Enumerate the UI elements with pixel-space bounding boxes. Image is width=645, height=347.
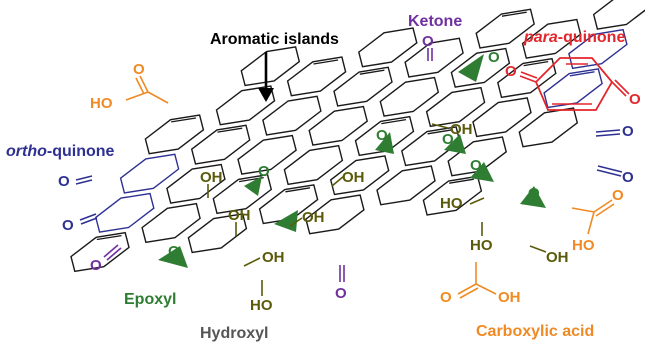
atom-o: O (422, 33, 434, 50)
atom-ho: HO (572, 237, 595, 254)
atom-ho: HO (250, 297, 273, 314)
carbon-ring (568, 28, 628, 70)
carbon-ring (286, 56, 347, 97)
ortho-suffix: -quinone (47, 143, 115, 160)
atom-oh: OH (200, 169, 223, 186)
atom-o: O (133, 61, 145, 78)
atom-symbols: O HO O O O O O O O O O O HO O OH O O O O… (58, 33, 641, 314)
carbon-ring (70, 231, 130, 273)
carbon-ring (166, 163, 226, 204)
carbon-ring (262, 95, 322, 136)
ketone-label: Ketone (408, 13, 462, 30)
epoxyl-label: Epoxyl (124, 291, 176, 308)
atom-o: O (488, 49, 500, 66)
double-bond (501, 11, 527, 17)
atom-o: O (505, 63, 517, 80)
double-bond (427, 129, 453, 135)
carbon-ring (543, 68, 603, 109)
para-prefix: para (523, 29, 558, 46)
double-bond (217, 127, 243, 133)
atom-oh: OH (546, 249, 569, 266)
double-bond (313, 59, 339, 65)
aromatic-islands-label: Aromatic islands (210, 31, 339, 48)
atom-o: O (440, 289, 452, 306)
hydroxyl-label: Hydroxyl (200, 325, 268, 342)
carbon-ring (404, 37, 464, 78)
atom-o: O (376, 127, 388, 144)
atom-ho: HO (470, 237, 493, 254)
atom-oh: OH (262, 249, 285, 266)
carbon-ring (144, 114, 205, 155)
atom-o: O (258, 163, 270, 180)
functional-group-bonds (75, 48, 630, 299)
carbon-ring (376, 165, 436, 206)
carbon-ring (450, 47, 511, 88)
carboxylic-acid-label: Carboxylic acid (476, 323, 594, 340)
carbon-ring (472, 97, 532, 138)
atom-oh: OH (498, 289, 521, 306)
carbon-ring (592, 0, 645, 30)
carbon-ring (379, 76, 440, 117)
double-bond (359, 69, 385, 75)
carbon-ring (95, 192, 155, 233)
double-bond (96, 234, 122, 241)
atom-oh: OH (342, 169, 365, 186)
atom-o: O (528, 185, 540, 202)
carbon-ring (521, 18, 582, 59)
carbon-ring (190, 124, 251, 165)
carbon-ring (283, 144, 344, 186)
carbon-ring (240, 46, 301, 87)
double-bond (381, 118, 407, 125)
atom-o: O (622, 123, 634, 140)
double-bond (449, 178, 474, 184)
atom-o: O (612, 187, 624, 204)
carbon-ring (212, 173, 273, 215)
atom-o: O (58, 173, 70, 190)
carbon-ring (425, 86, 486, 128)
epoxide-groups (158, 54, 546, 268)
carbon-ring (329, 155, 390, 196)
atom-o: O (442, 131, 454, 148)
carbon-ring (305, 194, 365, 235)
atom-o: O (335, 285, 347, 302)
ortho-prefix: ortho (6, 143, 47, 160)
carbon-ring (237, 134, 297, 175)
carbon-ring (187, 213, 248, 254)
carbon-ring (401, 126, 461, 167)
double-bond (171, 117, 197, 123)
carbon-ring (358, 27, 418, 68)
carbon-ring (333, 66, 393, 107)
carbon-ring (141, 202, 201, 244)
ortho-quinone-label: ortho-quinone (6, 143, 115, 160)
double-bond (523, 60, 549, 67)
atom-o: O (90, 257, 102, 274)
carbon-ring (497, 57, 557, 99)
atom-o: O (168, 243, 180, 260)
atom-oh: OH (228, 207, 251, 224)
double-bond (569, 71, 595, 77)
atom-o: O (470, 157, 482, 174)
atom-o: O (62, 217, 74, 234)
carbon-ring (308, 105, 368, 146)
para-quinone-label: para-quinone (523, 29, 625, 46)
atom-oh: OH (450, 121, 473, 138)
carbon-lattice (70, 0, 645, 273)
carbon-ring (518, 107, 579, 148)
atom-oh: OH (302, 209, 325, 226)
carbon-ring (475, 8, 535, 49)
carbon-ring (215, 85, 276, 126)
para-suffix: -quinone (558, 29, 626, 46)
hydroxyl-bonds (207, 123, 547, 296)
double-bond (285, 187, 311, 193)
atom-o: O (629, 91, 641, 108)
carbon-ring (119, 153, 180, 194)
aromatic-islands-arrow (258, 52, 274, 102)
atom-ho: HO (440, 195, 463, 212)
atom-ho: HO (90, 95, 113, 112)
atom-o: O (622, 169, 634, 186)
